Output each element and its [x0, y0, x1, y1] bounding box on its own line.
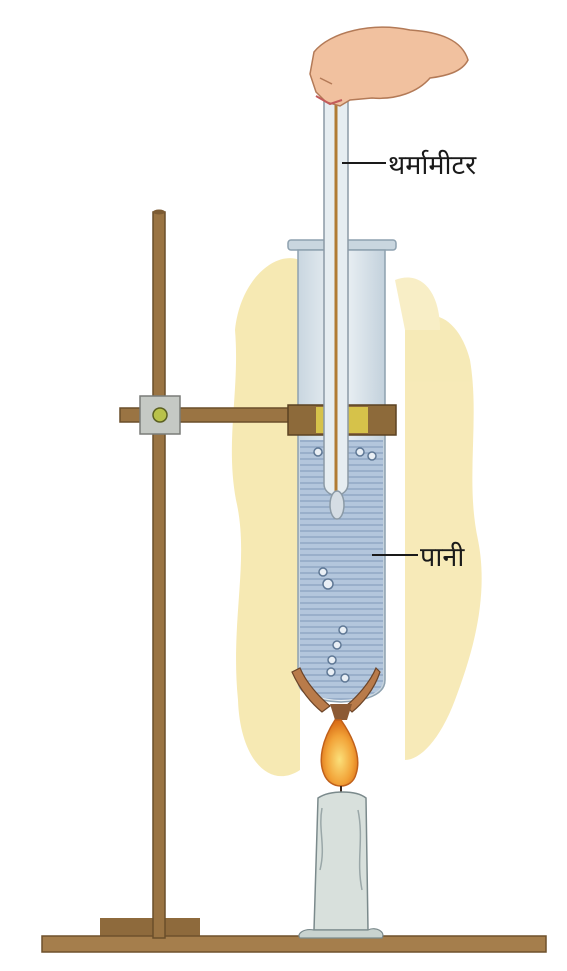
base-board [42, 918, 546, 952]
thermometer-label: थर्मामीटर [388, 152, 476, 179]
flame [321, 720, 358, 800]
hand [310, 27, 468, 106]
candle [299, 792, 383, 938]
thermometer [324, 40, 348, 519]
water-label: पानी [420, 544, 464, 571]
retort-stand [153, 210, 165, 939]
